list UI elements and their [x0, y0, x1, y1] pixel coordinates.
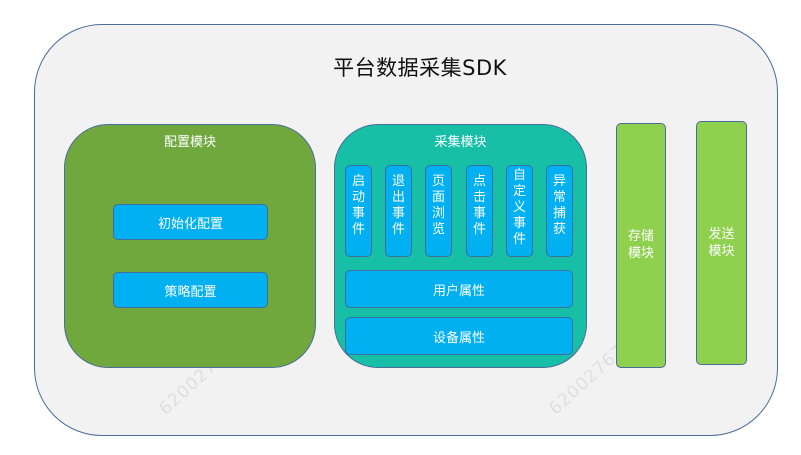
char: 常 [552, 190, 566, 205]
char: 异 [552, 174, 566, 189]
click-event-box: 点 击 事 件 [466, 165, 493, 257]
diagram-title: 平台数据采集SDK [333, 56, 507, 80]
char: 面 [431, 190, 445, 205]
char: 获 [552, 222, 566, 237]
char: 启 [351, 174, 365, 189]
collect-module-label: 采集模块 [434, 135, 487, 150]
collect-module: 采集模块 启 动 事 件 退 出 事 件 页 面 浏 览 点 击 事 件 自 定… [334, 124, 587, 368]
char: 捕 [552, 206, 566, 221]
label-line: 模块 [627, 246, 654, 261]
label-line: 模块 [708, 244, 735, 259]
char: 件 [391, 222, 405, 237]
init-config-box: 初始化配置 [113, 204, 268, 240]
label-line: 存储 [627, 229, 654, 244]
char: 件 [351, 222, 365, 237]
custom-event-box: 自 定 义 事 件 [506, 165, 533, 257]
exit-event-box: 退 出 事 件 [385, 165, 412, 257]
char: 出 [391, 190, 405, 205]
char: 事 [512, 216, 526, 231]
char: 事 [351, 206, 365, 221]
char: 自 [512, 168, 526, 183]
storage-module: 存储 模块 [616, 123, 666, 368]
page-view-box: 页 面 浏 览 [425, 165, 452, 257]
char: 件 [472, 222, 486, 237]
char: 事 [472, 206, 486, 221]
strategy-config-box: 策略配置 [113, 272, 268, 308]
send-module: 发送 模块 [696, 121, 747, 365]
user-attributes-box: 用户属性 [345, 270, 573, 308]
char: 动 [351, 190, 365, 205]
char: 击 [472, 190, 486, 205]
char: 件 [512, 232, 526, 247]
config-module: 配置模块 初始化配置 策略配置 [64, 124, 316, 368]
device-attributes-box: 设备属性 [345, 317, 573, 355]
storage-module-label: 存储 模块 [617, 228, 665, 262]
char: 事 [391, 206, 405, 221]
char: 页 [431, 174, 445, 189]
config-module-label: 配置模块 [163, 135, 216, 150]
char: 点 [472, 174, 486, 189]
exception-capture-box: 异 常 捕 获 [546, 165, 573, 257]
char: 定 [512, 184, 526, 199]
start-event-box: 启 动 事 件 [345, 165, 372, 257]
send-module-label: 发送 模块 [697, 226, 746, 260]
char: 退 [391, 174, 405, 189]
char: 览 [431, 222, 445, 237]
char: 义 [512, 200, 526, 215]
char: 浏 [431, 206, 445, 221]
label-line: 发送 [708, 227, 735, 242]
